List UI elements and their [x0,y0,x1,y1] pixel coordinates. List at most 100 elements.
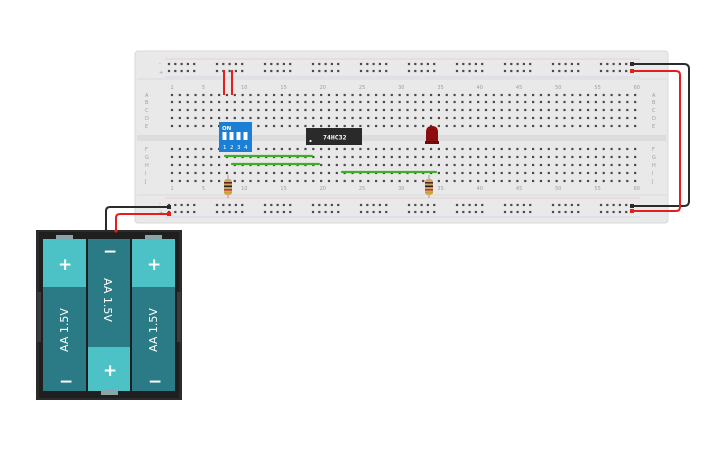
breadboard-hole[interactable] [178,116,181,120]
breadboard-hole[interactable] [469,108,472,112]
breadboard-hole[interactable] [289,62,292,66]
breadboard-hole[interactable] [547,163,550,167]
breadboard-hole[interactable] [311,62,315,66]
breadboard-hole[interactable] [602,163,605,167]
breadboard-hole[interactable] [626,93,629,97]
breadboard-hole[interactable] [202,108,205,112]
breadboard-hole[interactable] [174,203,177,207]
breadboard-hole[interactable] [210,171,213,175]
breadboard-hole[interactable] [618,147,621,151]
breadboard-hole[interactable] [359,62,363,66]
breadboard-hole[interactable] [257,147,260,151]
breadboard-hole[interactable] [366,210,369,214]
breadboard-hole[interactable] [555,93,558,97]
breadboard-hole[interactable] [351,179,354,183]
breadboard-hole[interactable] [174,62,177,66]
breadboard-hole[interactable] [579,93,582,97]
breadboard-hole[interactable] [492,155,495,159]
breadboard-hole[interactable] [170,116,174,120]
breadboard-hole[interactable] [367,100,370,104]
breadboard-hole[interactable] [225,171,229,175]
breadboard-hole[interactable] [414,155,417,159]
breadboard-hole[interactable] [343,100,346,104]
breadboard-hole[interactable] [337,62,340,66]
breadboard-hole[interactable] [186,171,189,175]
breadboard-hole[interactable] [422,93,425,97]
breadboard-hole[interactable] [375,124,378,128]
breadboard-hole[interactable] [170,171,174,175]
breadboard-hole[interactable] [186,62,189,66]
breadboard-hole[interactable] [257,93,260,97]
breadboard-hole[interactable] [385,210,388,214]
breadboard-hole[interactable] [241,210,244,214]
breadboard-hole[interactable] [312,155,315,159]
breadboard-hole[interactable] [437,108,440,112]
breadboard-hole[interactable] [579,124,582,128]
breadboard-hole[interactable] [324,62,327,66]
breadboard-hole[interactable] [429,124,433,128]
breadboard-hole[interactable] [265,179,268,183]
breadboard-hole[interactable] [257,108,260,112]
breadboard-hole[interactable] [178,147,181,151]
breadboard-hole[interactable] [564,210,567,214]
breadboard-hole[interactable] [461,147,464,151]
breadboard-hole[interactable] [524,147,527,151]
breadboard-hole[interactable] [461,155,464,159]
breadboard-hole[interactable] [276,210,279,214]
breadboard-hole[interactable] [210,147,213,151]
breadboard-hole[interactable] [445,155,448,159]
breadboard-hole[interactable] [375,147,378,151]
breadboard-hole[interactable] [618,69,621,73]
breadboard-hole[interactable] [265,171,268,175]
breadboard-hole[interactable] [610,93,613,97]
breadboard-hole[interactable] [437,100,440,104]
breadboard-hole[interactable] [202,163,205,167]
breadboard-hole[interactable] [407,210,411,214]
breadboard-hole[interactable] [539,108,543,112]
breadboard-hole[interactable] [276,69,279,73]
breadboard-hole[interactable] [563,100,566,104]
breadboard-hole[interactable] [455,62,459,66]
breadboard-hole[interactable] [445,147,448,151]
breadboard-hole[interactable] [288,179,291,183]
breadboard-hole[interactable] [170,179,174,183]
dip-toggle-1[interactable] [222,132,227,140]
breadboard-hole[interactable] [508,100,511,104]
breadboard-hole[interactable] [429,116,433,120]
breadboard-hole[interactable] [474,69,477,73]
breadboard-hole[interactable] [406,124,409,128]
breadboard-hole[interactable] [228,69,231,73]
breadboard-hole[interactable] [186,69,189,73]
breadboard-hole[interactable] [270,62,273,66]
breadboard-hole[interactable] [351,163,354,167]
breadboard-hole[interactable] [422,116,425,120]
breadboard-hole[interactable] [477,171,480,175]
breadboard-hole[interactable] [414,116,417,120]
battery-pack[interactable]: + AA 1.5V − − AA 1.5V + + AA 1.5V − [36,229,182,400]
breadboard-hole[interactable] [594,93,597,97]
breadboard-hole[interactable] [516,147,519,151]
breadboard-hole[interactable] [382,155,386,159]
breadboard-hole[interactable] [296,171,299,175]
breadboard-hole[interactable] [571,116,574,120]
breadboard-hole[interactable] [218,171,221,175]
breadboard-hole[interactable] [433,203,436,207]
breadboard-hole[interactable] [468,203,471,207]
breadboard-hole[interactable] [210,116,213,120]
breadboard-hole[interactable] [327,179,331,183]
breadboard-hole[interactable] [180,62,183,66]
breadboard-hole[interactable] [586,116,590,120]
breadboard-hole[interactable] [270,69,273,73]
breadboard-hole[interactable] [481,69,484,73]
breadboard-hole[interactable] [225,93,229,97]
breadboard-hole[interactable] [429,100,433,104]
breadboard-hole[interactable] [579,100,582,104]
breadboard-hole[interactable] [551,203,555,207]
breadboard-hole[interactable] [335,100,338,104]
breadboard-hole[interactable] [265,93,268,97]
breadboard-hole[interactable] [406,179,409,183]
breadboard-hole[interactable] [375,155,378,159]
breadboard-hole[interactable] [445,163,448,167]
breadboard-hole[interactable] [516,203,519,207]
breadboard-hole[interactable] [186,124,189,128]
